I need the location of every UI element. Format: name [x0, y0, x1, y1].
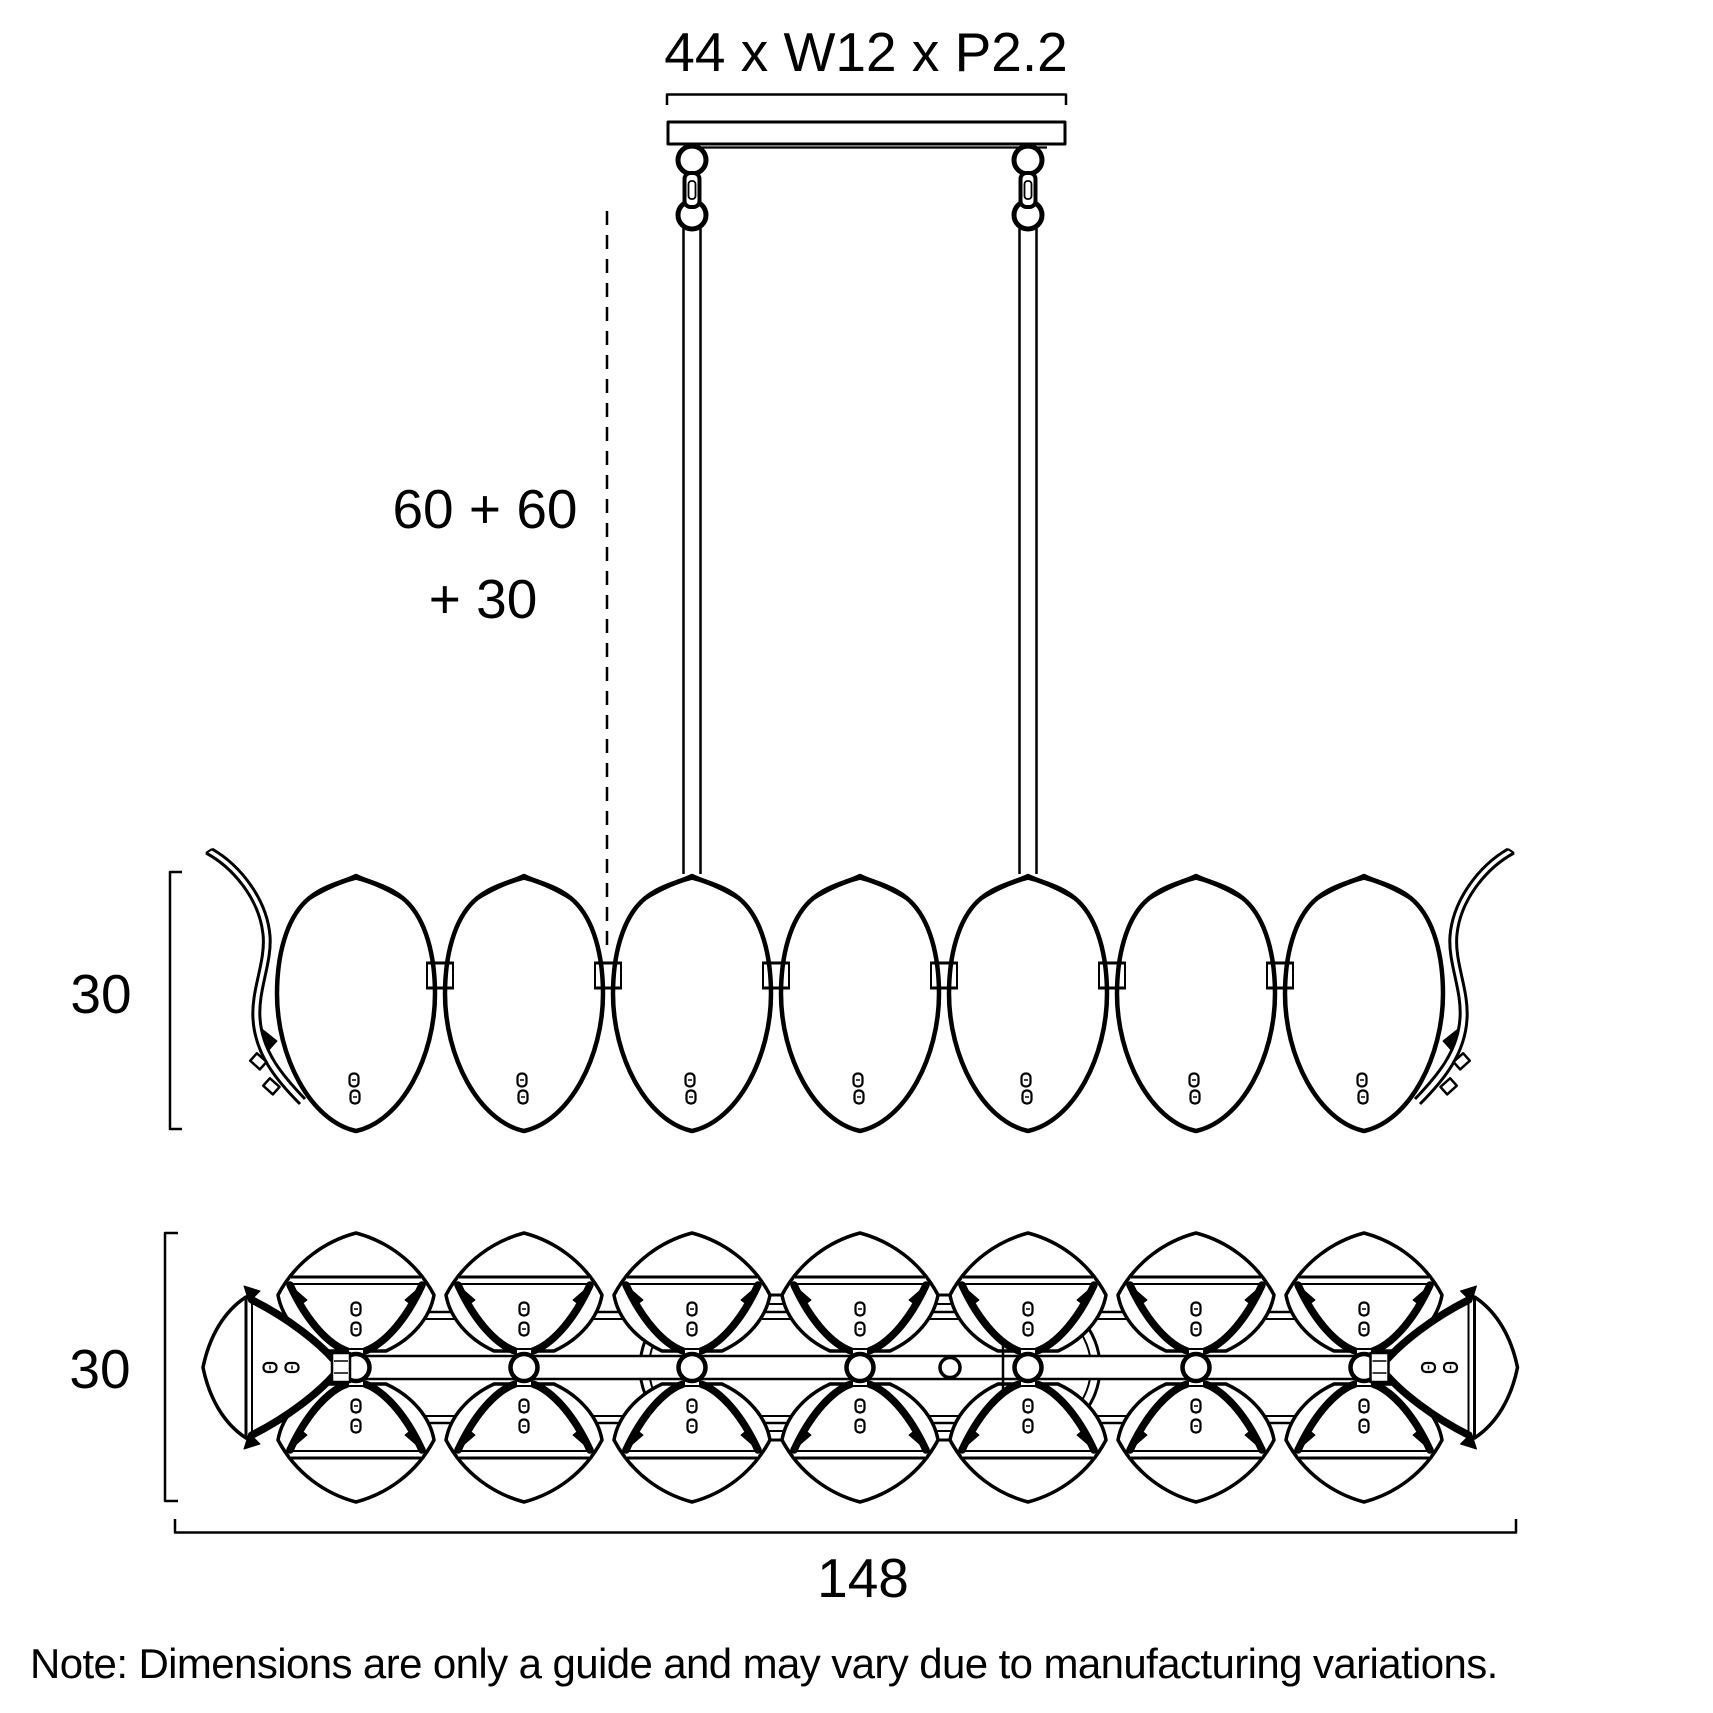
shade-side — [1114, 873, 1278, 1134]
corner-clip — [1244, 1286, 1261, 1308]
end-shade-edge — [205, 851, 302, 1106]
shade-side — [610, 873, 774, 1134]
corner-clip — [963, 1286, 980, 1308]
corner-clip — [459, 1427, 476, 1449]
end-shade-edge — [1418, 851, 1515, 1106]
shade-side — [946, 873, 1110, 1134]
geometry-root — [163, 93, 1520, 1534]
end-shade-edge — [211, 847, 307, 1101]
corner-clip — [1442, 1028, 1459, 1052]
corner-clip — [1131, 1286, 1148, 1308]
end-shade-edge — [1382, 1296, 1473, 1364]
shade-side — [778, 873, 942, 1134]
hanger-link-slot — [1023, 180, 1033, 200]
shade-side — [1282, 873, 1446, 1134]
corner-clip — [795, 1286, 812, 1308]
side-height-label: 30 — [70, 963, 131, 1025]
corner-clip — [963, 1427, 980, 1449]
shade-side-inner-line — [804, 878, 916, 906]
arm-joint — [844, 1351, 876, 1384]
corner-clip — [1460, 1285, 1477, 1303]
corner-clip — [1412, 1427, 1429, 1449]
corner-clip — [404, 1427, 421, 1449]
corner-clip — [572, 1427, 589, 1449]
end-shade-diamond — [201, 1295, 258, 1440]
corner-clip — [1131, 1427, 1148, 1449]
mount-tab — [261, 1077, 281, 1096]
mount-tab — [1452, 1052, 1472, 1071]
corner-clip — [1076, 1427, 1093, 1449]
corner-clip — [1299, 1286, 1316, 1308]
hanger-link — [682, 171, 702, 209]
arm-joint — [1012, 1351, 1044, 1384]
plan-width-bracket — [163, 1231, 178, 1503]
canopy-dimension-bracket — [665, 93, 1068, 105]
corner-clip — [1299, 1427, 1316, 1449]
shade-side-inner-line — [1308, 878, 1420, 906]
side-view — [168, 847, 1515, 1134]
corner-clip — [1412, 1286, 1429, 1308]
corner-clip — [291, 1286, 308, 1308]
end-shade-diamond — [1463, 1295, 1520, 1440]
corner-clip — [572, 1286, 589, 1308]
corner-clip — [740, 1427, 757, 1449]
canopy-dimension-label: 44 x W12 x P2.2 — [664, 21, 1068, 83]
end-shade-plan — [201, 1285, 352, 1450]
end-shade-side — [1413, 847, 1515, 1106]
corner-clip — [404, 1286, 421, 1308]
corner-clip — [1076, 1286, 1093, 1308]
drop-dimension-line2: + 30 — [429, 568, 538, 630]
plan-width-label: 30 — [69, 1338, 130, 1400]
corner-clip — [291, 1427, 308, 1449]
mount-tab — [248, 1052, 268, 1071]
corner-clip — [1460, 1432, 1477, 1450]
bar-end-connector — [1369, 1351, 1390, 1384]
corner-clip — [740, 1286, 757, 1308]
corner-clip — [1244, 1427, 1261, 1449]
arm-joint — [508, 1351, 540, 1384]
canopy-assembly — [605, 93, 1068, 946]
shade-side — [274, 873, 438, 1134]
hanger-ring — [675, 143, 709, 177]
corner-clip — [627, 1427, 644, 1449]
corner-clip — [243, 1285, 261, 1303]
corner-clip — [795, 1427, 812, 1449]
end-shade-edge — [1382, 1371, 1473, 1439]
plan-view — [163, 1231, 1520, 1534]
shade-side-inner-line — [300, 878, 412, 906]
end-shade-tip — [205, 848, 213, 854]
canopy-bar — [666, 120, 1067, 146]
arm-joint — [676, 1351, 708, 1384]
side-height-bracket — [168, 870, 182, 1131]
shade-side — [442, 873, 606, 1134]
end-shade-edge — [248, 1371, 338, 1439]
corner-clip — [908, 1286, 925, 1308]
shade-side-inner-line — [1140, 878, 1252, 906]
corner-clip — [908, 1427, 925, 1449]
end-shade-side — [205, 847, 307, 1106]
shade-side-inner-line — [972, 878, 1084, 906]
overall-length-dimension-line — [173, 1519, 1518, 1534]
drop-dimension-line1: 60 + 60 — [392, 478, 577, 540]
arm-joint — [1180, 1351, 1212, 1384]
hanger-ring — [1011, 143, 1045, 177]
corner-clip — [459, 1286, 476, 1308]
end-shade-tip — [1507, 848, 1515, 854]
end-shade-plan — [1369, 1285, 1520, 1450]
corner-clip — [261, 1028, 278, 1052]
hanger-link — [1018, 171, 1038, 209]
end-shade-edge — [1413, 847, 1509, 1101]
shade-side-inner-line — [468, 878, 580, 906]
shade-side-inner-line — [636, 878, 748, 906]
note-label: Note: Dimensions are only a guide and ma… — [30, 1640, 1498, 1687]
hanger-link-slot — [687, 180, 697, 200]
bar-screw-hole — [938, 1355, 962, 1380]
end-shade-edge — [248, 1296, 338, 1364]
bar-end-connector — [330, 1351, 352, 1384]
corner-clip — [243, 1432, 261, 1450]
corner-clip — [627, 1286, 644, 1308]
mount-tab — [1439, 1077, 1459, 1096]
overall-length-label: 148 — [817, 1547, 909, 1609]
